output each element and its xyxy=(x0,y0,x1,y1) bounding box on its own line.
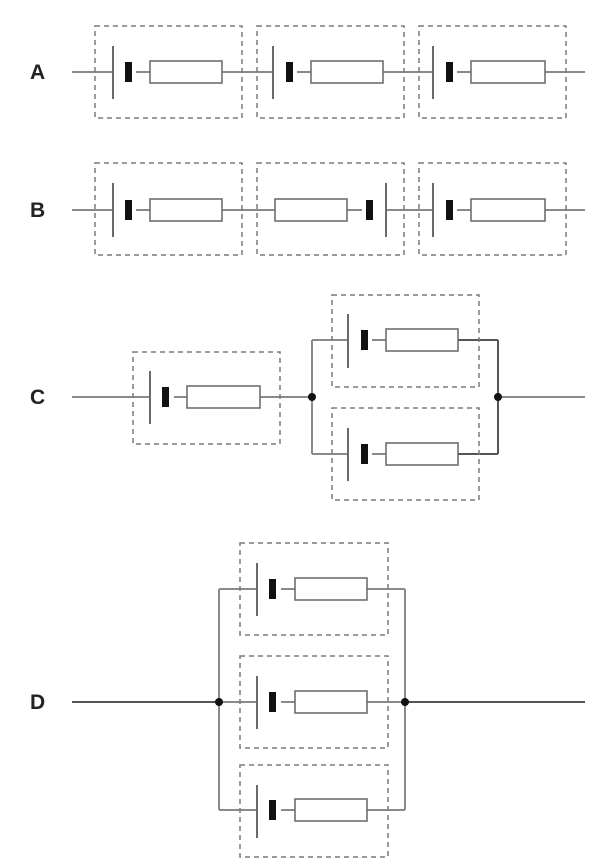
cell-c3-negative-plate xyxy=(361,444,368,464)
cell-d1-negative-plate xyxy=(269,579,276,599)
cell-c3-resistor xyxy=(385,442,459,466)
circuit-c: C xyxy=(30,294,585,501)
cell-b2-resistor xyxy=(274,198,348,222)
circuit-b: B xyxy=(30,162,585,256)
circuit-d-label: D xyxy=(30,691,45,714)
circuit-b-label: B xyxy=(30,199,45,222)
cell-b3 xyxy=(418,162,567,256)
cell-c1-outline xyxy=(132,351,281,445)
cell-c2-negative-plate xyxy=(361,330,368,350)
circuit-c-junction-left xyxy=(308,393,316,401)
cell-a1-resistor xyxy=(149,60,223,84)
cell-a3-negative-plate xyxy=(446,62,453,82)
circuit-d-junction-right xyxy=(401,698,409,706)
circuit-c-junction-right xyxy=(494,393,502,401)
circuit-d: D xyxy=(30,542,585,858)
circuit-c-wiring xyxy=(72,339,585,455)
cell-a1-negative-plate xyxy=(125,62,132,82)
cell-a3-outline xyxy=(418,25,567,119)
circuit-c-label: C xyxy=(30,386,45,409)
cell-d1 xyxy=(239,542,389,636)
cell-d2 xyxy=(239,655,389,749)
circuit-d-junction-left xyxy=(215,698,223,706)
cell-a2-negative-plate xyxy=(286,62,293,82)
cell-a1-outline xyxy=(94,25,243,119)
cell-d3 xyxy=(239,764,389,858)
cell-a3 xyxy=(418,25,567,119)
cell-d1-outline xyxy=(239,542,389,636)
cell-b1 xyxy=(94,162,243,256)
cell-b2-negative-plate xyxy=(366,200,373,220)
cell-a2-outline xyxy=(256,25,405,119)
cell-c1-negative-plate xyxy=(162,387,169,407)
cell-c3 xyxy=(331,407,480,501)
cell-a2-resistor xyxy=(310,60,384,84)
circuit-a: A xyxy=(30,25,585,119)
cell-b3-negative-plate xyxy=(446,200,453,220)
cell-a2 xyxy=(256,25,405,119)
cell-c2 xyxy=(331,294,480,388)
cell-c3-outline xyxy=(331,407,480,501)
cell-d3-negative-plate xyxy=(269,800,276,820)
cell-c2-outline xyxy=(331,294,480,388)
cell-d2-negative-plate xyxy=(269,692,276,712)
cell-c1-resistor xyxy=(186,385,261,409)
cell-b2-reversed xyxy=(256,162,405,256)
cell-c1 xyxy=(132,351,281,445)
cell-d1-resistor xyxy=(294,577,368,601)
cell-b1-resistor xyxy=(149,198,223,222)
cell-b2-outline xyxy=(256,162,405,256)
cell-a3-resistor xyxy=(470,60,546,84)
cell-b3-resistor xyxy=(470,198,546,222)
cell-d2-outline xyxy=(239,655,389,749)
cell-b3-outline xyxy=(418,162,567,256)
cell-b1-negative-plate xyxy=(125,200,132,220)
cell-a1 xyxy=(94,25,243,119)
cell-d3-resistor xyxy=(294,798,368,822)
cell-c2-resistor xyxy=(385,328,459,352)
circuit-a-label: A xyxy=(30,61,45,84)
cell-d3-outline xyxy=(239,764,389,858)
cell-b1-outline xyxy=(94,162,243,256)
cell-d2-resistor xyxy=(294,690,368,714)
